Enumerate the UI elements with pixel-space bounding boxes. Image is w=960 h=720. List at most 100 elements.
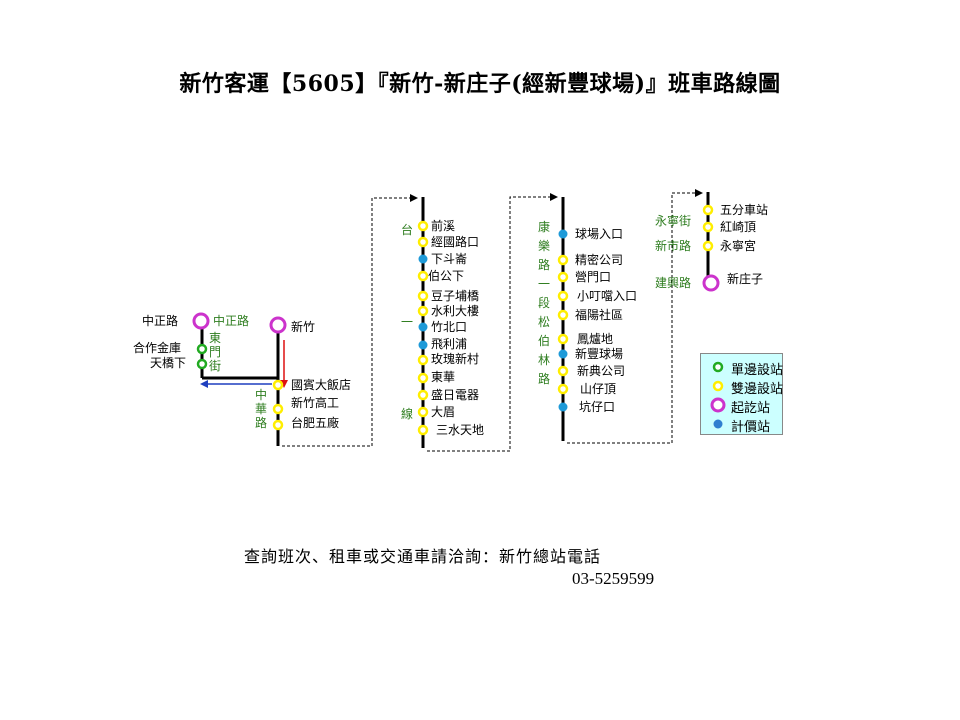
- stop-label: 精密公司: [575, 253, 624, 267]
- legend-label: 單邊設站: [731, 363, 784, 378]
- stop-label: 豆子埔橋: [431, 289, 480, 303]
- contact-phone: 03-5259599: [572, 569, 655, 588]
- stop-label: 大眉: [431, 405, 456, 419]
- stop-label: 新豐球場: [575, 347, 624, 361]
- road-label-taiyi: 台一線: [400, 222, 414, 498]
- double-stop-wufen: [702, 204, 714, 216]
- double-stop-shengri: [417, 389, 429, 401]
- double-stop-taifei: [272, 419, 284, 431]
- legend: 單邊設站 雙邊設站 起訖站 計價站: [700, 353, 783, 435]
- stop-label: 飛利浦: [431, 337, 468, 351]
- double-stop-jingguo: [417, 236, 429, 248]
- stop-label: 三水天地: [436, 423, 485, 437]
- direction-arrowhead-blue: [200, 380, 208, 388]
- stop-label: 小叮噹入口: [577, 289, 638, 303]
- road-label-char: 林: [537, 353, 550, 367]
- double-stop-yongninggong: [702, 240, 714, 252]
- contact-info: 查詢班次、租車或交通車請洽詢：新竹總站電話: [244, 547, 602, 566]
- road-label-char: 康: [537, 220, 550, 234]
- terminal-stop-xinzhuangzi: [702, 274, 720, 292]
- connector-1-2: [282, 194, 418, 447]
- stop-label: 竹北口: [431, 320, 468, 334]
- double-stop-sanshui: [417, 424, 429, 436]
- stop-label: 台肥五廠: [291, 416, 340, 430]
- stop-label: 新竹: [291, 320, 316, 334]
- stop-label: 國賓大飯店: [291, 378, 352, 392]
- double-stop-guobin: [272, 379, 284, 391]
- single-stop-hezuo: [196, 343, 208, 355]
- terminal-stop-icon: [710, 397, 726, 413]
- fare-stop-kengzikou: [558, 402, 568, 412]
- stop-label: 下斗崙: [431, 252, 468, 266]
- legend-item-fare: 計價站: [701, 415, 784, 435]
- single-stop-icon: [712, 361, 724, 373]
- road-label-char: 華: [254, 402, 267, 416]
- connector-3-4: [567, 189, 703, 444]
- road-label-jianxing: 建興路: [655, 276, 692, 290]
- double-stop-bogongxia: [417, 270, 429, 282]
- road-label-char: 台: [400, 223, 413, 237]
- stop-label: 水利大樓: [431, 304, 480, 318]
- legend-label: 起訖站: [731, 401, 771, 416]
- fare-stop-feilipu: [418, 340, 428, 350]
- road-label-char: 門: [208, 345, 221, 359]
- road-label-char: 松: [537, 315, 550, 329]
- road-label-char: 東: [208, 331, 221, 345]
- road-label-char: 線: [400, 407, 413, 421]
- stop-label: 新竹高工: [291, 396, 340, 410]
- stop-label: 坑仔口: [579, 400, 616, 414]
- road-label-char: 一: [400, 315, 413, 329]
- road-label-char: 街: [208, 359, 221, 373]
- road-label-char: 樂: [537, 239, 550, 253]
- stop-label: 合作金庫: [133, 341, 182, 355]
- road-label-zhonghua: 中華路: [254, 388, 268, 430]
- road-label-char: 中: [254, 388, 267, 402]
- stop-label: 球場入口: [575, 227, 624, 241]
- stop-label: 中正路: [142, 314, 179, 328]
- stop-label: 福陽社區: [575, 308, 624, 322]
- road-label-char: 路: [254, 416, 267, 430]
- double-stop-fengludi: [557, 333, 569, 345]
- double-stop-fuyang: [557, 309, 569, 321]
- stop-label: 盛日電器: [431, 388, 480, 402]
- legend-item-double: 雙邊設站: [701, 377, 784, 397]
- stop-label: 天橋下: [150, 356, 187, 370]
- terminal-stop-xinzhu: [269, 316, 287, 334]
- stop-label: 經國路口: [431, 235, 480, 249]
- road-label-char: 段: [537, 296, 550, 310]
- stop-label: 新典公司: [577, 364, 626, 378]
- stop-label: 新庄子: [727, 272, 764, 286]
- stop-label: 玫瑰新村: [431, 352, 480, 366]
- road-label-dongmen: 東門街: [208, 331, 222, 373]
- double-stop-qianxi: [417, 220, 429, 232]
- double-stop-icon: [712, 380, 724, 392]
- fare-stop-zhubeikou: [418, 322, 428, 332]
- stop-label: 營門口: [575, 270, 612, 284]
- road-label-xinshi: 新市路: [655, 239, 692, 253]
- stop-label: 鳳爐地: [577, 332, 614, 346]
- road-label-zhongzheng: 中正路: [213, 314, 250, 328]
- stop-label: 五分車站: [720, 203, 769, 217]
- double-stop-jingmi: [557, 254, 569, 266]
- road-label-char: 路: [537, 258, 550, 272]
- stop-label: 前溪: [431, 219, 456, 233]
- road-label-kangle: 康樂路一段松伯林路: [537, 220, 551, 391]
- connector-2-3: [427, 193, 558, 452]
- legend-item-terminal: 起訖站: [701, 396, 784, 416]
- double-stop-douzipu: [417, 290, 429, 302]
- fare-stop-xinfeng: [558, 349, 568, 359]
- stop-label: 永寧宮: [720, 239, 757, 253]
- legend-item-single: 單邊設站: [701, 358, 784, 378]
- terminal-stop-zhongzhenglu: [192, 312, 210, 330]
- double-stop-xindian: [557, 365, 569, 377]
- double-stop-gaogong: [272, 403, 284, 415]
- double-stop-shuili: [417, 305, 429, 317]
- stop-label: 伯公下: [428, 269, 465, 283]
- fare-stop-xiadoulun: [418, 254, 428, 264]
- page-title: 新竹客運【5605】『新竹-新庄子(經新豐球場)』班車路線圖: [179, 71, 781, 97]
- double-stop-yingmen: [557, 271, 569, 283]
- stop-label: 山仔頂: [580, 382, 617, 396]
- double-stop-xiaodingdang: [557, 290, 569, 302]
